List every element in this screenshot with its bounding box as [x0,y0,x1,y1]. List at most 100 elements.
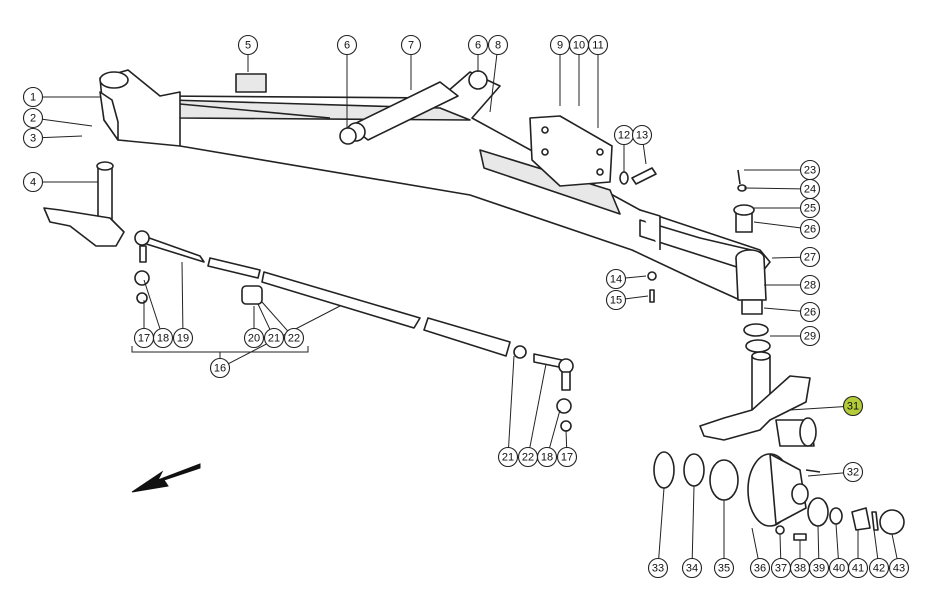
leader-line-21 [508,355,515,448]
callout-37[interactable]: 37 [770,557,792,579]
callout-39[interactable]: 39 [808,557,830,579]
callout-1[interactable]: 1 [22,86,44,108]
callout-circle [799,246,821,268]
washer-12 [619,171,629,185]
clamp-20 [241,285,263,305]
callout-number: 17 [561,452,573,464]
callout-33[interactable]: 33 [647,557,669,579]
callout-36[interactable]: 36 [749,557,771,579]
callout-18[interactable]: 18 [536,446,558,468]
callout-number: 10 [573,40,585,52]
leader-line-36 [751,527,759,559]
callout-2[interactable]: 2 [22,107,44,129]
callout-circle [243,327,265,349]
callout-circle [868,557,890,579]
callout-number: 5 [245,40,251,52]
callout-26[interactable]: 26 [799,218,821,240]
callout-circle [847,557,869,579]
callout-circle [749,557,771,579]
callout-21[interactable]: 21 [263,327,285,349]
callout-6[interactable]: 6 [467,34,489,56]
callout-35[interactable]: 35 [713,557,735,579]
callout-circle [799,197,821,219]
callout-41[interactable]: 41 [847,557,869,579]
callout-12[interactable]: 12 [613,124,635,146]
callout-number: 13 [636,130,648,142]
callout-circle [587,34,609,56]
callout-34[interactable]: 34 [681,557,703,579]
callout-40[interactable]: 40 [828,557,850,579]
callout-32[interactable]: 32 [842,461,864,483]
callout-number: 3 [30,133,36,145]
callout-11[interactable]: 11 [587,34,609,56]
callout-circle [842,395,864,417]
bolt-13 [631,167,657,185]
callout-3[interactable]: 3 [22,127,44,149]
callout-10[interactable]: 10 [568,34,590,56]
callout-number: 14 [610,274,622,286]
callout-7[interactable]: 7 [400,34,422,56]
callout-number: 26 [804,307,816,319]
callout-circle [263,327,285,349]
callout-number: 41 [852,563,864,575]
callout-number: 27 [804,252,816,264]
callout-number: 42 [873,563,885,575]
callout-23[interactable]: 23 [799,159,821,181]
callout-20[interactable]: 20 [243,327,265,349]
callout-21[interactable]: 21 [497,446,519,468]
callout-19[interactable]: 19 [172,327,194,349]
callout-14[interactable]: 14 [605,268,627,290]
callout-circle [631,124,653,146]
callout-number: 43 [893,563,905,575]
callout-13[interactable]: 13 [631,124,653,146]
sleeve-short [207,257,261,279]
callout-circle [808,557,830,579]
callout-circle [605,289,627,311]
tie-rod-tube-end [423,317,511,357]
callout-5[interactable]: 5 [237,34,259,56]
leader-line-32 [807,472,844,477]
callout-18[interactable]: 18 [152,327,174,349]
castle-nut-18-right [556,398,572,414]
callout-number: 28 [804,280,816,292]
leader-line-37 [779,533,782,559]
callout-24[interactable]: 24 [799,178,821,200]
callout-38[interactable]: 38 [789,557,811,579]
callout-number: 39 [813,563,825,575]
callout-17[interactable]: 17 [556,446,578,468]
leader-line-26 [753,221,801,229]
leader-line-15 [625,295,649,300]
callout-number: 2 [30,113,36,125]
callout-43[interactable]: 43 [888,557,910,579]
leader-line-24 [743,187,801,190]
callout-22[interactable]: 22 [283,327,305,349]
leader-line-14 [625,275,647,279]
callout-16[interactable]: 16 [209,357,231,379]
callout-number: 6 [475,40,481,52]
cotter-17 [136,292,148,304]
callout-6[interactable]: 6 [336,34,358,56]
clamp-plate-11 [529,115,613,187]
callout-8[interactable]: 8 [487,34,509,56]
callout-4[interactable]: 4 [22,171,44,193]
callout-31[interactable]: 31 [842,395,864,417]
callout-number: 9 [557,40,563,52]
leader-line-8 [489,54,498,113]
callout-29[interactable]: 29 [799,325,821,347]
callout-26[interactable]: 26 [799,301,821,323]
callout-number: 21 [268,333,280,345]
leader-line-2 [42,118,93,127]
callout-15[interactable]: 15 [605,289,627,311]
callout-27[interactable]: 27 [799,246,821,268]
callout-number: 29 [804,331,816,343]
callout-42[interactable]: 42 [868,557,890,579]
plate-5 [235,73,267,93]
leader-line-31 [789,406,844,411]
callout-25[interactable]: 25 [799,197,821,219]
callout-9[interactable]: 9 [549,34,571,56]
callout-28[interactable]: 28 [799,274,821,296]
callout-22[interactable]: 22 [517,446,539,468]
tie-rod-upper [179,103,331,119]
callout-17[interactable]: 17 [133,327,155,349]
